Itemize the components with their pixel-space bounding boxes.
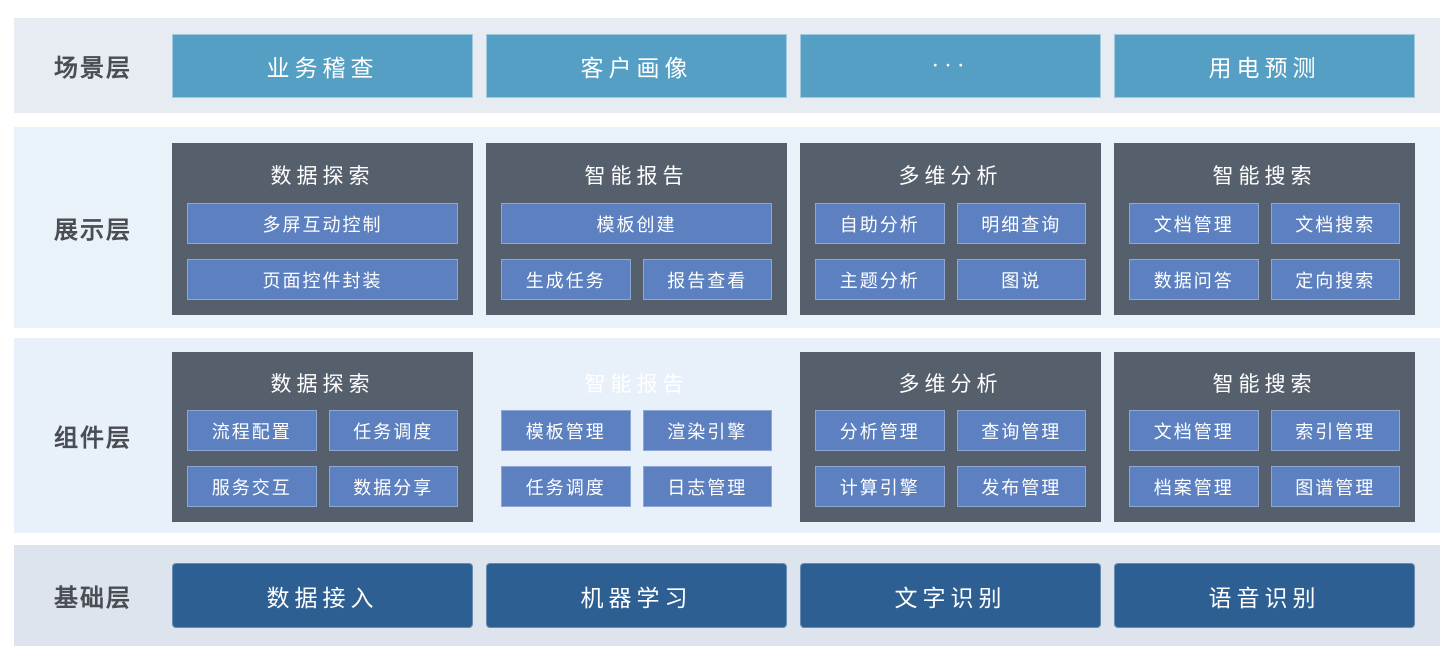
module-box: 日志管理 [642,466,772,507]
card-title: 智能报告 [584,164,689,188]
card-display-smart-report: 智能报告 模板创建 生成任务 报告查看 [486,143,787,315]
card-component-smart-report: 智能报告 模板管理 渲染引擎 任务调度 日志管理 [486,352,787,522]
base-box-data-access: 数据接入 [172,563,473,628]
layer-band-base: 基础层 数据接入 机器学习 文字识别 语音识别 [14,545,1440,646]
card-title: 智能报告 [584,372,689,396]
card-row: 数据问答 定向搜索 [1129,259,1400,300]
module-box: 分析管理 [815,410,945,451]
card-row: 页面控件封装 [187,259,458,300]
module-box: 明细查询 [956,203,1086,244]
component-card-row: 数据探索 流程配置 任务调度 服务交互 数据分享 智能报告 模板管理 渲染引擎 … [172,338,1415,533]
module-box: 计算引擎 [815,466,945,507]
layer-label-display: 展示层 [54,217,132,244]
card-title: 多维分析 [898,372,1003,396]
card-row: 流程配置 任务调度 [187,410,458,451]
module-box: 主题分析 [815,259,945,300]
base-box-machine-learning: 机器学习 [486,563,787,628]
module-box: 数据分享 [328,466,458,507]
module-box: 索引管理 [1270,410,1400,451]
module-box: 模板管理 [501,410,631,451]
module-box: 发布管理 [956,466,1086,507]
card-row: 模板创建 [501,203,772,244]
card-component-multidim-analysis: 多维分析 分析管理 查询管理 计算引擎 发布管理 [800,352,1101,522]
module-box: 模板创建 [501,203,772,244]
card-title: 数据探索 [270,164,375,188]
module-box: 页面控件封装 [187,259,458,300]
display-card-row: 数据探索 多屏互动控制 页面控件封装 智能报告 模板创建 生成任务 报告查看 [172,127,1415,328]
module-box: 渲染引擎 [642,410,772,451]
card-component-data-explore: 数据探索 流程配置 任务调度 服务交互 数据分享 [172,352,473,522]
card-title: 智能搜索 [1212,164,1317,188]
card-row: 多屏互动控制 [187,203,458,244]
layer-label-base: 基础层 [54,585,132,612]
layer-band-scene: 场景层 业务稽查 客户画像 ··· 用电预测 [14,18,1440,113]
card-row: 自助分析 明细查询 [815,203,1086,244]
scene-box-business-audit: 业务稽查 [172,33,473,98]
layer-label-component: 组件层 [54,425,132,452]
module-box: 查询管理 [956,410,1086,451]
card-title: 多维分析 [898,164,1003,188]
module-box: 文档搜索 [1270,203,1400,244]
module-box: 自助分析 [815,203,945,244]
card-row: 任务调度 日志管理 [501,466,772,507]
layer-band-display: 展示层 数据探索 多屏互动控制 页面控件封装 智能报告 模板创建 生成任务 报告… [14,127,1440,328]
layer-label-scene: 场景层 [54,55,132,82]
card-display-multidim-analysis: 多维分析 自助分析 明细查询 主题分析 图说 [800,143,1101,315]
base-box-speech-recognition: 语音识别 [1114,563,1415,628]
scene-box-ellipsis: ··· [800,33,1101,98]
module-box: 文档管理 [1129,410,1259,451]
module-box: 图说 [956,259,1086,300]
card-display-smart-search: 智能搜索 文档管理 文档搜索 数据问答 定向搜索 [1114,143,1415,315]
module-box: 任务调度 [501,466,631,507]
card-row: 模板管理 渲染引擎 [501,410,772,451]
card-row: 主题分析 图说 [815,259,1086,300]
module-box: 文档管理 [1129,203,1259,244]
card-row: 计算引擎 发布管理 [815,466,1086,507]
card-component-smart-search: 智能搜索 文档管理 索引管理 档案管理 图谱管理 [1114,352,1415,522]
module-box: 报告查看 [642,259,772,300]
module-box: 数据问答 [1129,259,1259,300]
base-button-row: 数据接入 机器学习 文字识别 语音识别 [172,545,1415,646]
card-row: 文档管理 文档搜索 [1129,203,1400,244]
module-box: 图谱管理 [1270,466,1400,507]
card-row: 文档管理 索引管理 [1129,410,1400,451]
module-box: 任务调度 [328,410,458,451]
card-row: 档案管理 图谱管理 [1129,466,1400,507]
card-row: 服务交互 数据分享 [187,466,458,507]
module-box: 定向搜索 [1270,259,1400,300]
module-box: 流程配置 [187,410,317,451]
layer-band-component: 组件层 数据探索 流程配置 任务调度 服务交互 数据分享 智能报告 模板管理 渲… [14,338,1440,533]
card-title: 智能搜索 [1212,372,1317,396]
card-row: 分析管理 查询管理 [815,410,1086,451]
card-display-data-explore: 数据探索 多屏互动控制 页面控件封装 [172,143,473,315]
scene-button-row: 业务稽查 客户画像 ··· 用电预测 [172,18,1415,113]
scene-box-customer-profile: 客户画像 [486,33,787,98]
scene-box-power-forecast: 用电预测 [1114,33,1415,98]
card-title: 数据探索 [270,372,375,396]
module-box: 服务交互 [187,466,317,507]
card-row: 生成任务 报告查看 [501,259,772,300]
module-box: 档案管理 [1129,466,1259,507]
base-box-ocr: 文字识别 [800,563,1101,628]
module-box: 生成任务 [501,259,631,300]
module-box: 多屏互动控制 [187,203,458,244]
